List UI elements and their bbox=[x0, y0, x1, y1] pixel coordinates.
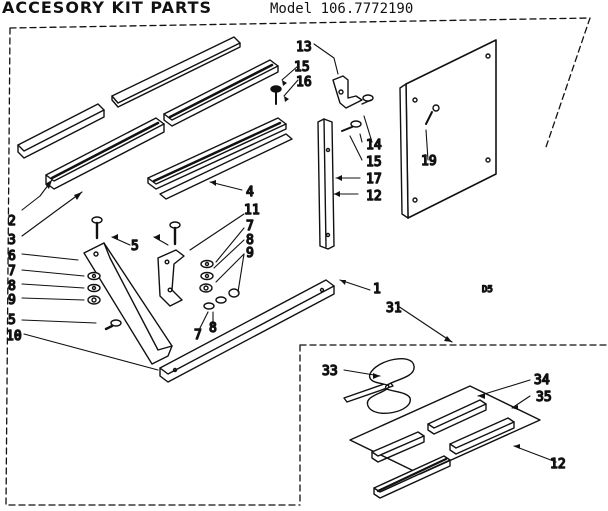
side-post bbox=[317, 118, 335, 250]
callout-7: 7 bbox=[194, 328, 202, 343]
callout-5: 5 bbox=[8, 313, 16, 328]
callout-12: 12 bbox=[366, 189, 382, 204]
channel-rail-left bbox=[45, 117, 165, 190]
callout-19: 19 bbox=[421, 154, 437, 169]
foam-block bbox=[449, 417, 515, 455]
callout-17: 17 bbox=[366, 172, 382, 187]
label-d5: D5 bbox=[482, 285, 493, 295]
sill-channel bbox=[373, 455, 451, 499]
callout-4: 4 bbox=[246, 185, 254, 200]
subkit-boundary bbox=[299, 344, 608, 506]
bottom-angle-rail bbox=[159, 133, 293, 200]
callout-35: 35 bbox=[536, 390, 552, 405]
washer bbox=[200, 271, 214, 281]
callout-13: 13 bbox=[296, 40, 312, 55]
rail-upper-left bbox=[17, 103, 105, 159]
screw bbox=[361, 94, 374, 105]
diagram-title: ACCESORY KIT PARTS bbox=[2, 0, 213, 17]
callout-10: 10 bbox=[6, 329, 22, 344]
callout-7: 7 bbox=[246, 219, 254, 234]
channel-rail-right bbox=[163, 59, 279, 127]
callout-15: 15 bbox=[294, 60, 310, 75]
base-rail bbox=[159, 279, 335, 383]
callout-5: 5 bbox=[131, 239, 139, 254]
callout-8: 8 bbox=[8, 279, 16, 294]
callout-9: 9 bbox=[8, 293, 16, 308]
callout-2: 2 bbox=[8, 214, 16, 229]
callout-16: 16 bbox=[296, 75, 312, 90]
callout-3: 3 bbox=[8, 233, 16, 248]
washer bbox=[203, 302, 215, 310]
side-panel bbox=[399, 39, 497, 219]
screw bbox=[104, 319, 122, 331]
callout-33: 33 bbox=[322, 364, 338, 379]
foam-block bbox=[371, 431, 425, 463]
sealing-panel bbox=[349, 385, 541, 475]
nut bbox=[228, 288, 240, 298]
callout-1: 1 bbox=[373, 282, 381, 297]
callout-12: 12 bbox=[550, 457, 566, 472]
foam-seal-loop bbox=[366, 358, 415, 414]
gasket-strip bbox=[343, 381, 394, 403]
mounting-bracket bbox=[332, 75, 363, 109]
nut bbox=[199, 283, 213, 293]
bolt bbox=[91, 216, 103, 240]
callout-7: 7 bbox=[8, 264, 16, 279]
washer bbox=[200, 259, 214, 269]
callout-6: 6 bbox=[8, 249, 16, 264]
washer bbox=[87, 271, 101, 281]
washer bbox=[87, 283, 101, 293]
callout-9: 9 bbox=[246, 246, 254, 261]
angle-rail bbox=[147, 117, 287, 190]
screw bbox=[270, 85, 282, 105]
callout-8: 8 bbox=[209, 321, 217, 336]
callout-8: 8 bbox=[246, 233, 254, 248]
washer bbox=[215, 296, 227, 304]
model-number: Model 106.7772190 bbox=[270, 1, 414, 17]
callout-31: 31 bbox=[386, 301, 402, 316]
kit-boundary bbox=[5, 17, 591, 506]
callout-34: 34 bbox=[534, 373, 550, 388]
support-leg bbox=[83, 242, 173, 365]
leader-lines bbox=[21, 43, 557, 463]
foam-block bbox=[427, 399, 487, 435]
screw bbox=[341, 120, 362, 132]
leg-bracket bbox=[157, 249, 185, 307]
top-rail bbox=[111, 36, 241, 108]
callout-numbers: 2 3 4 5 11 7 8 9 6 7 8 9 5 10 7 8 13 15 … bbox=[5, 39, 566, 472]
callout-15: 15 bbox=[366, 155, 382, 170]
callout-14: 14 bbox=[366, 138, 382, 153]
nut bbox=[87, 295, 101, 305]
arrow-heads bbox=[45, 80, 520, 449]
bolt bbox=[169, 221, 181, 246]
callout-11: 11 bbox=[244, 203, 260, 218]
